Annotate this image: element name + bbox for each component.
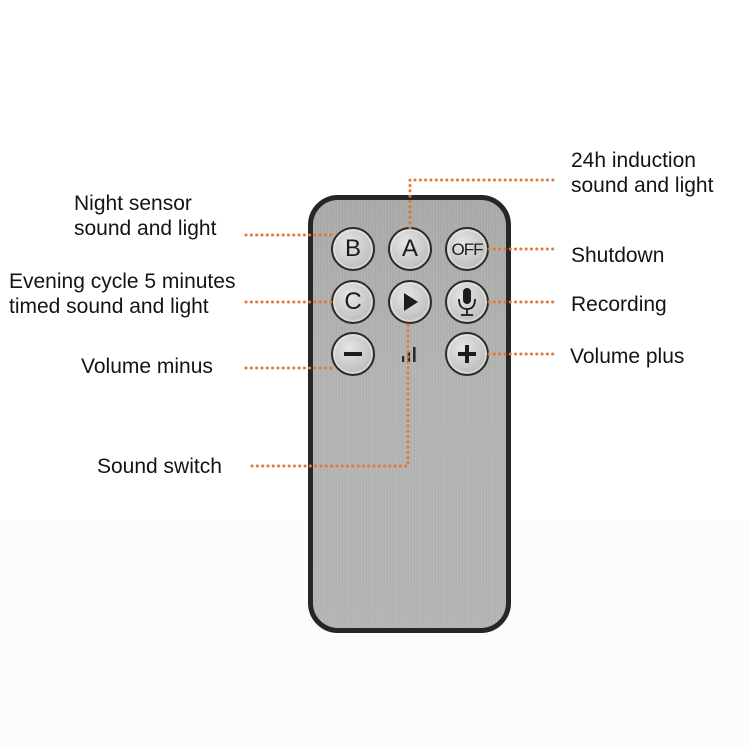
play-icon — [404, 293, 418, 311]
button-off-label: OFF — [451, 239, 484, 259]
label-shutdown: Shutdown — [571, 243, 664, 268]
label-24h-induction: 24h induction sound and light — [571, 148, 713, 198]
label-24h-induction-line1: 24h induction — [571, 149, 696, 172]
button-record[interactable] — [445, 280, 489, 324]
label-night-sensor-line2: sound and light — [74, 217, 217, 240]
label-sound-switch: Sound switch — [97, 454, 222, 479]
plus-icon — [458, 345, 476, 363]
button-off[interactable]: OFF — [445, 227, 489, 271]
button-volume-minus[interactable] — [331, 332, 375, 376]
label-evening-cycle-line1: Evening cycle 5 minutes — [9, 270, 236, 293]
label-sound-switch-line1: Sound switch — [97, 455, 222, 478]
button-b-label: B — [344, 235, 361, 262]
microphone-icon — [458, 288, 476, 316]
minus-icon — [344, 352, 362, 356]
label-evening-cycle-line2: timed sound and light — [9, 295, 209, 318]
button-a[interactable]: A — [388, 227, 432, 271]
button-play[interactable] — [388, 280, 432, 324]
label-24h-induction-line2: sound and light — [571, 174, 714, 197]
label-volume-plus: Volume plus — [570, 344, 684, 369]
label-night-sensor: Night sensor sound and light — [74, 191, 216, 241]
button-volume-plus[interactable] — [445, 332, 489, 376]
label-evening-cycle: Evening cycle 5 minutes timed sound and … — [9, 269, 235, 319]
label-night-sensor-line1: Night sensor — [74, 192, 192, 215]
button-c[interactable]: C — [331, 280, 375, 324]
label-volume-minus-line1: Volume minus — [81, 355, 213, 378]
button-c-label: C — [344, 288, 362, 315]
label-recording: Recording — [571, 292, 667, 317]
button-a-label: A — [401, 235, 418, 262]
label-recording-line1: Recording — [571, 293, 667, 316]
label-volume-minus: Volume minus — [81, 354, 213, 379]
label-volume-plus-line1: Volume plus — [570, 345, 685, 368]
signal-bars-icon — [402, 347, 416, 362]
button-b[interactable]: B — [331, 227, 375, 271]
label-shutdown-line1: Shutdown — [571, 244, 665, 267]
